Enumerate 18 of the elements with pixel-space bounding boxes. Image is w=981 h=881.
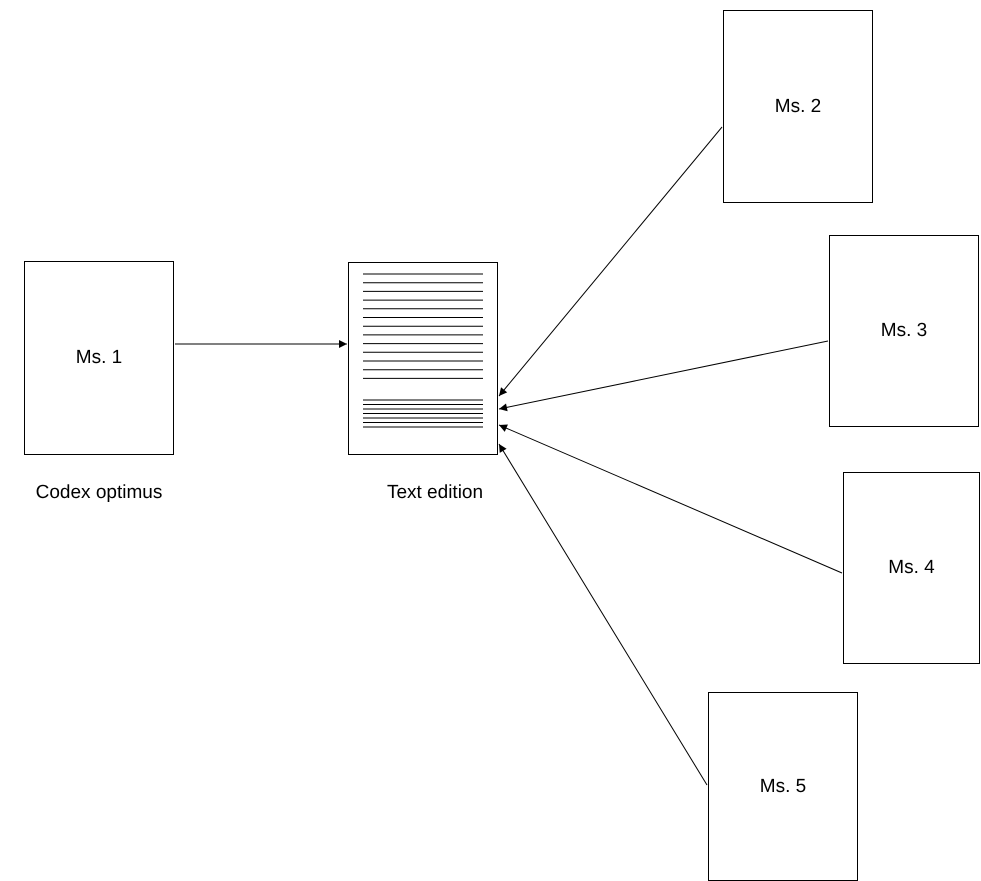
page-label: Ms. 1 — [76, 347, 122, 369]
manuscript-page — [24, 261, 174, 455]
arrow — [498, 340, 828, 412]
page-label: Ms. 5 — [760, 776, 806, 798]
node-label: Text edition — [386, 482, 484, 504]
page-label: Ms. 2 — [774, 96, 822, 118]
manuscript-page — [843, 472, 980, 664]
arrow — [498, 424, 842, 574]
manuscript-page — [723, 10, 873, 203]
manuscript-page — [708, 692, 858, 881]
page-label: Ms. 3 — [880, 320, 928, 342]
page-label: Ms. 4 — [888, 557, 935, 579]
document-page — [348, 262, 498, 455]
arrow — [498, 444, 708, 786]
node-label: Codex optimus — [36, 482, 162, 504]
manuscript-page — [829, 235, 979, 427]
arrow — [498, 126, 722, 396]
arrow — [174, 340, 348, 348]
